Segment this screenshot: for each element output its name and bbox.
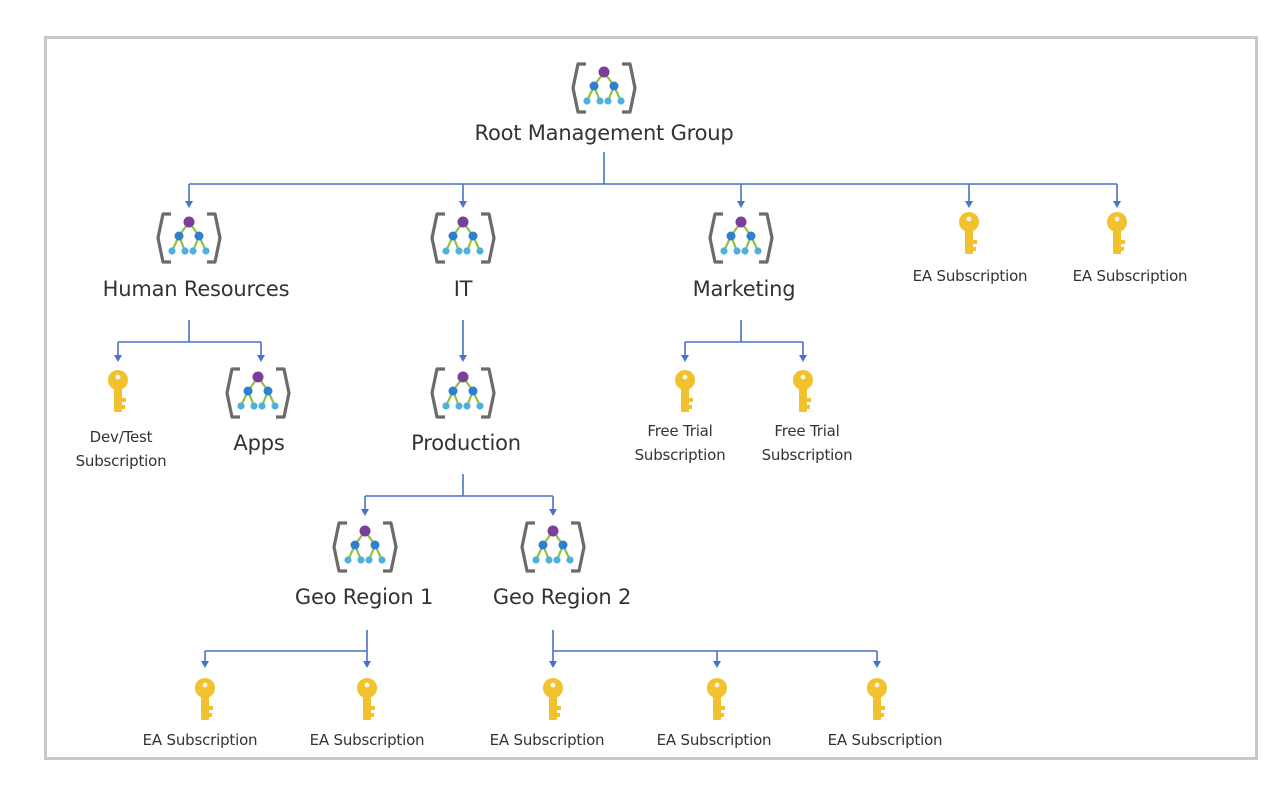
geo2-ea-subscription-3-label: EA Subscription xyxy=(827,731,943,749)
geo-region-2-management-group-icon[interactable] xyxy=(518,517,588,577)
geo1-ea-subscription-1-label: EA Subscription xyxy=(142,731,258,749)
geo2-ea-subscription-1-label: EA Subscription xyxy=(489,731,605,749)
geo2-ea-subscription-3-key-icon[interactable] xyxy=(863,677,891,723)
devtest-label-line1: Dev/Test xyxy=(89,428,153,446)
apps-management-group-icon[interactable] xyxy=(223,363,293,423)
devtest-subscription-key-icon[interactable] xyxy=(104,369,132,415)
human-resources-label: Human Resources xyxy=(102,277,290,301)
production-label: Production xyxy=(411,431,521,455)
free-trial-subscription-2-key-icon[interactable] xyxy=(789,369,817,415)
it-management-group-icon[interactable] xyxy=(428,208,498,268)
root-management-group-label: Root Management Group xyxy=(474,121,734,145)
geo-region-1-management-group-icon[interactable] xyxy=(330,517,400,577)
free-trial-1-label-line1: Free Trial xyxy=(647,422,713,440)
geo1-ea-subscription-2-label: EA Subscription xyxy=(309,731,425,749)
geo1-ea-subscription-2-key-icon[interactable] xyxy=(353,677,381,723)
diagram-frame xyxy=(44,36,1258,760)
ea-subscription-2-key-icon[interactable] xyxy=(1103,211,1131,257)
free-trial-2-label-line2: Subscription xyxy=(761,446,853,464)
geo2-ea-subscription-2-key-icon[interactable] xyxy=(703,677,731,723)
marketing-management-group-icon[interactable] xyxy=(706,208,776,268)
production-management-group-icon[interactable] xyxy=(428,363,498,423)
free-trial-subscription-1-key-icon[interactable] xyxy=(671,369,699,415)
ea-subscription-1-key-icon[interactable] xyxy=(955,211,983,257)
free-trial-1-label-line2: Subscription xyxy=(634,446,726,464)
devtest-label-line2: Subscription xyxy=(75,452,167,470)
ea-subscription-1-label: EA Subscription xyxy=(912,267,1028,285)
apps-label: Apps xyxy=(233,431,285,455)
human-resources-management-group-icon[interactable] xyxy=(154,208,224,268)
geo-region-1-label: Geo Region 1 xyxy=(294,585,434,609)
free-trial-2-label-line1: Free Trial xyxy=(774,422,840,440)
ea-subscription-2-label: EA Subscription xyxy=(1072,267,1188,285)
marketing-label: Marketing xyxy=(692,277,796,301)
geo1-ea-subscription-1-key-icon[interactable] xyxy=(191,677,219,723)
geo2-ea-subscription-2-label: EA Subscription xyxy=(656,731,772,749)
it-label: IT xyxy=(453,277,473,301)
geo-region-2-label: Geo Region 2 xyxy=(492,585,632,609)
root-management-group-icon[interactable] xyxy=(569,58,639,118)
geo2-ea-subscription-1-key-icon[interactable] xyxy=(539,677,567,723)
